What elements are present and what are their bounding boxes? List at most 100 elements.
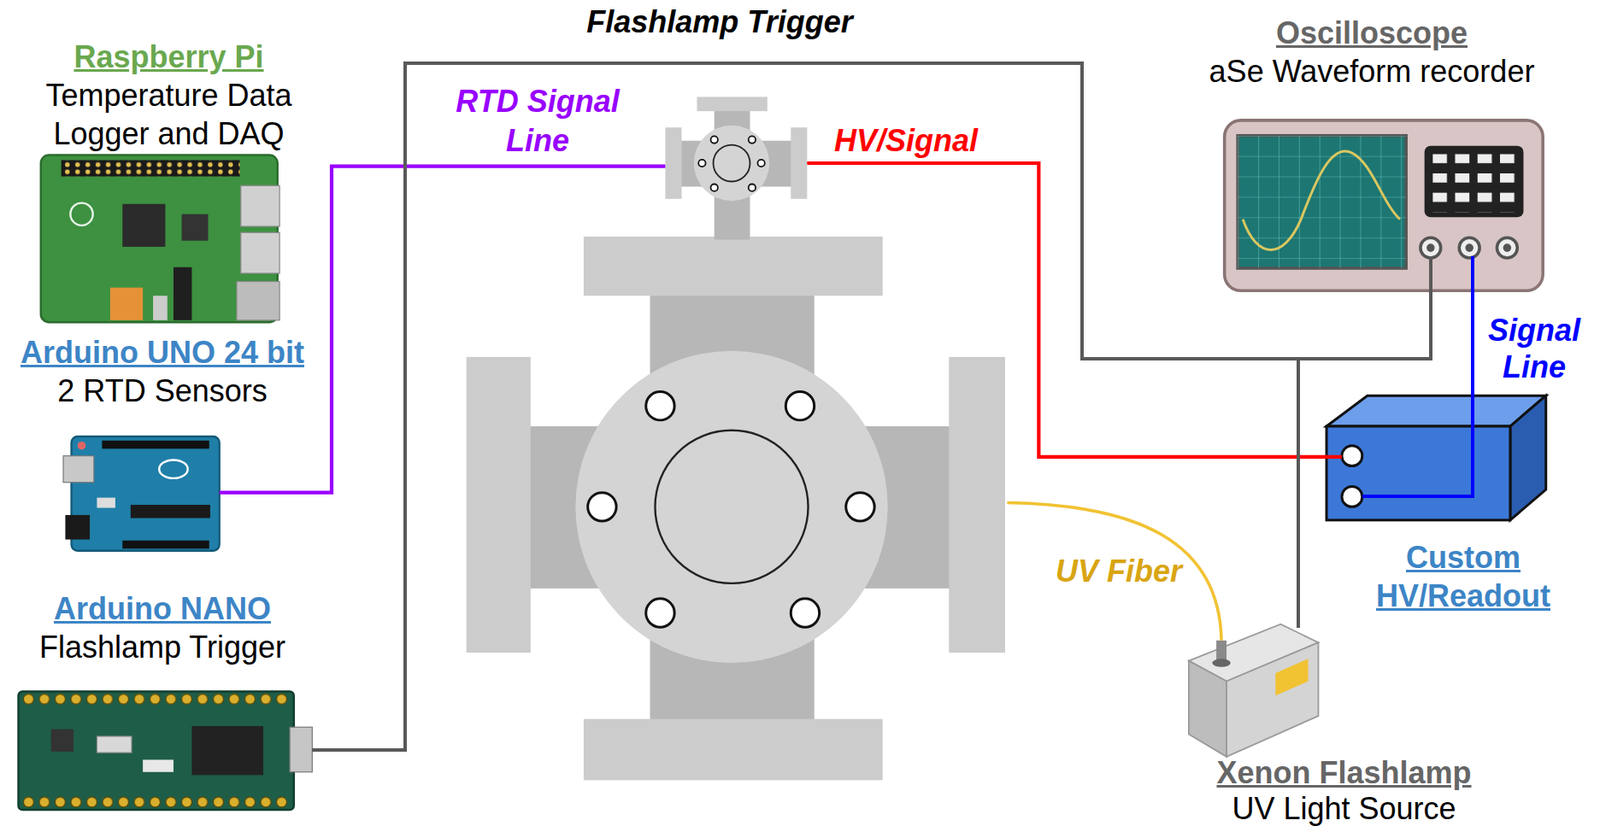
component-heading: Arduino NANO bbox=[12, 589, 312, 629]
uv-fiber bbox=[1006, 503, 1222, 642]
arduino-nano-board-part bbox=[289, 727, 312, 773]
vacuum-chamber-part bbox=[785, 391, 814, 420]
xenon-flashlamp-part bbox=[1188, 661, 1227, 758]
oscilloscope-figure-part bbox=[1458, 237, 1480, 259]
small-cross-fitting-part bbox=[748, 135, 756, 143]
oscilloscope-figure-part bbox=[1237, 135, 1406, 269]
arduino-uno-board-part bbox=[77, 441, 87, 451]
arduino-nano-board bbox=[17, 691, 312, 810]
oscilloscope-figure-part bbox=[1503, 243, 1512, 253]
small-cross-fitting-part bbox=[711, 183, 718, 191]
small-cross-fitting-part bbox=[748, 183, 756, 191]
arduino-nano-board-part bbox=[51, 729, 74, 753]
oscilloscope-figure-part bbox=[1426, 243, 1436, 253]
text-group: Arduino UNO 24 bit2 RTD Sensors bbox=[4, 333, 321, 411]
arduino-nano-board-part bbox=[96, 736, 132, 753]
raspberry-pi-board-part bbox=[241, 185, 280, 227]
oscilloscope-figure-part bbox=[1464, 243, 1474, 253]
oscilloscope-figure-part bbox=[1424, 146, 1524, 218]
oscilloscope-figure-part bbox=[1420, 237, 1442, 259]
arduino-uno-board-part bbox=[96, 498, 115, 509]
raspberry-pi-board-part bbox=[152, 295, 168, 321]
raspberry-pi-board-part bbox=[61, 159, 241, 177]
wire-label: UV Fiber bbox=[1033, 552, 1205, 591]
small-cross-fitting-part bbox=[711, 135, 718, 143]
component-description: UV Light Source bbox=[1183, 791, 1505, 828]
component-heading: Custom HV/Readout bbox=[1364, 538, 1562, 616]
vacuum-chamber-part bbox=[466, 357, 531, 653]
text-group: Arduino NANOFlashlamp Trigger bbox=[12, 589, 312, 667]
connector-label: Flashlamp Trigger bbox=[548, 3, 891, 42]
wire-label: HV/Signal bbox=[794, 122, 1018, 160]
vacuum-chamber-part bbox=[948, 357, 1006, 653]
oscilloscope-figure-part bbox=[1242, 151, 1400, 250]
component-heading: Raspberry Pi bbox=[21, 37, 317, 77]
xenon-flashlamp bbox=[1188, 624, 1319, 758]
component-description: Flashlamp Trigger bbox=[12, 628, 312, 667]
component-description: aSe Waveform recorder bbox=[1192, 52, 1552, 91]
arduino-uno-board-part bbox=[71, 436, 220, 552]
component-description: 2 RTD Sensors bbox=[4, 371, 321, 411]
vacuum-chamber bbox=[466, 236, 1006, 781]
wire-label: RTD Signal Line bbox=[443, 82, 632, 161]
oscilloscope-figure-part bbox=[1237, 135, 1406, 269]
arduino-uno-board-part bbox=[158, 459, 188, 478]
arduino-uno-board bbox=[63, 436, 220, 552]
hv-readout-box-part bbox=[1326, 395, 1547, 427]
vacuum-chamber-part bbox=[646, 599, 675, 628]
text-group: Xenon FlashlampUV Light Source bbox=[1183, 755, 1505, 828]
oscilloscope-figure-part bbox=[1432, 153, 1521, 212]
rtd-signal-wire bbox=[219, 166, 666, 494]
raspberry-pi-board-part bbox=[122, 204, 165, 248]
hv-readout-box bbox=[1326, 395, 1547, 521]
component-node: OscilloscopeaSe Waveform recorder bbox=[1192, 10, 1552, 257]
small-cross-fitting bbox=[664, 96, 807, 240]
component-node: Arduino NANOFlashlamp Trigger bbox=[12, 588, 312, 818]
text-group: Custom HV/Readout bbox=[1364, 538, 1562, 616]
hv-readout-box-part bbox=[1341, 446, 1363, 467]
raspberry-pi-board-part bbox=[61, 159, 241, 177]
xenon-flashlamp-part bbox=[1211, 658, 1230, 668]
component-heading: Xenon Flashlamp bbox=[1183, 755, 1505, 792]
arduino-uno-board-part bbox=[101, 441, 209, 450]
xenon-flashlamp-part bbox=[1226, 642, 1318, 758]
small-cross-fitting-part bbox=[713, 145, 751, 183]
vacuum-chamber-part bbox=[790, 599, 819, 628]
component-node: Raspberry PiTemperature Data Logger and … bbox=[21, 34, 317, 330]
vacuum-chamber-part bbox=[575, 351, 888, 664]
hv-signal-wire bbox=[806, 163, 1342, 458]
vacuum-chamber-part bbox=[583, 719, 883, 782]
text-group: Raspberry PiTemperature Data Logger and … bbox=[21, 37, 317, 153]
vacuum-chamber-part bbox=[588, 493, 617, 522]
vacuum-chamber-part bbox=[583, 236, 883, 296]
raspberry-pi-board-part bbox=[182, 214, 209, 242]
raspberry-pi-board-part bbox=[173, 267, 192, 321]
arduino-nano-board-part bbox=[22, 795, 290, 810]
hv-readout-box-part bbox=[1326, 426, 1511, 521]
arduino-nano-board-part bbox=[22, 693, 290, 707]
oscilloscope-figure-part bbox=[1224, 120, 1543, 291]
arduino-nano-board-part bbox=[17, 691, 294, 810]
connector-group bbox=[311, 63, 1473, 751]
oscilloscope-figure bbox=[1224, 120, 1543, 291]
component-node: Custom HV/Readout bbox=[1320, 388, 1565, 616]
small-cross-fitting-part bbox=[790, 127, 807, 200]
raspberry-pi-board-part bbox=[241, 232, 280, 274]
arduino-uno-board-part bbox=[130, 505, 211, 519]
signal-connector bbox=[311, 63, 1431, 751]
oscilloscope-figure-part bbox=[1496, 237, 1518, 259]
small-cross-fitting-part bbox=[664, 127, 682, 200]
text-group: OscilloscopeaSe Waveform recorder bbox=[1192, 13, 1552, 91]
vacuum-chamber-part bbox=[846, 493, 875, 522]
component-heading: Arduino UNO 24 bit bbox=[4, 333, 321, 372]
signal-connector bbox=[311, 63, 1299, 751]
vacuum-chamber-part bbox=[654, 430, 808, 584]
signal-connector bbox=[1362, 256, 1473, 497]
arduino-uno-board-part bbox=[63, 456, 95, 483]
setup-drawing bbox=[17, 96, 1546, 811]
connector-label: Signal Line bbox=[1478, 311, 1590, 386]
raspberry-pi-board-part bbox=[236, 282, 280, 321]
